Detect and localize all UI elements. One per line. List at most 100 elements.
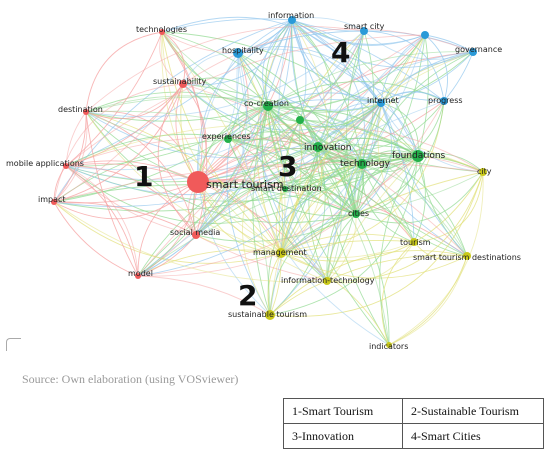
- network-edge: [284, 185, 357, 215]
- node-governance: [469, 48, 477, 56]
- node-impact: [51, 199, 57, 205]
- network-edge: [65, 31, 163, 167]
- node-smart-tourism: [187, 171, 209, 193]
- label-sustainable-tourism: sustainable tourism: [228, 310, 307, 319]
- network-edge: [280, 51, 474, 254]
- legend-cell-sustainable-tourism: 2-Sustainable Tourism: [402, 398, 544, 424]
- network-edge: [65, 30, 365, 171]
- network-edge: [137, 52, 247, 277]
- network-edge: [195, 163, 363, 236]
- label-innovation: innovation: [304, 143, 352, 153]
- node-smart-destination: [282, 186, 288, 192]
- network-edge: [53, 201, 197, 236]
- network-edge: [317, 51, 474, 148]
- network-edge: [388, 255, 468, 346]
- label-impact: impact: [38, 195, 66, 204]
- legend-row: 3-Innovation 4-Smart Cities: [283, 423, 544, 449]
- label-mobile-applications: mobile applications: [6, 159, 84, 168]
- network-edge: [355, 102, 393, 215]
- network-edge: [197, 105, 269, 183]
- label-city: city: [477, 167, 492, 176]
- source-caption: Source: Own elaboration (using VOSviewer…: [22, 372, 239, 386]
- node-experiences: [224, 135, 232, 143]
- legend-cell-innovation: 3-Innovation: [283, 423, 403, 449]
- network-edge: [197, 52, 240, 183]
- node-social-media: [192, 231, 200, 239]
- network-edge: [355, 213, 390, 346]
- node-mobile-applications: [63, 163, 69, 169]
- network-edge: [197, 181, 357, 215]
- network-edge: [380, 51, 474, 104]
- network-edge: [417, 155, 484, 173]
- network-edge: [65, 30, 365, 181]
- node-information-technology: [323, 277, 331, 285]
- network-edge: [227, 138, 271, 316]
- node-technologies: [159, 29, 165, 35]
- network-edge: [291, 17, 365, 32]
- network-edge: [413, 155, 426, 243]
- node-innovation: [313, 142, 323, 152]
- network-edge: [280, 252, 390, 346]
- network-edge: [195, 234, 328, 282]
- label-technologies: technologies: [136, 25, 187, 34]
- network-edge: [197, 100, 445, 183]
- node-cities: [352, 210, 360, 218]
- network-edge: [267, 34, 426, 108]
- network-edge: [280, 171, 484, 262]
- label-smart-city: smart city: [344, 22, 385, 31]
- cluster-number-4: 4: [331, 36, 350, 69]
- network-edge: [388, 255, 468, 346]
- network-edge: [53, 19, 293, 203]
- network-edge: [267, 105, 363, 165]
- node-information: [288, 16, 296, 24]
- network-edge: [159, 31, 184, 85]
- network-edge: [137, 100, 445, 277]
- node-tourism: [410, 238, 418, 246]
- network-edge: [267, 30, 365, 107]
- label-information: information: [268, 11, 314, 20]
- network-edge: [363, 30, 445, 102]
- cluster-number-1: 1: [134, 160, 153, 193]
- label-foundations: foundations: [392, 151, 446, 161]
- network-edge: [85, 83, 184, 119]
- network-edge: [267, 105, 357, 215]
- label-internet: internet: [367, 96, 399, 105]
- network-edge: [379, 155, 419, 346]
- network-edge: [291, 19, 426, 45]
- network-edge: [161, 18, 293, 33]
- network-edge: [65, 165, 139, 277]
- network-edge: [267, 51, 474, 107]
- label-smart-tourism: smart tourism: [206, 178, 284, 191]
- network-edge: [85, 26, 365, 113]
- label-tourism: tourism: [400, 238, 431, 247]
- network-edge: [326, 241, 415, 284]
- node-layer: [51, 16, 487, 348]
- label-model: model: [128, 269, 153, 278]
- network-edge: [182, 52, 239, 85]
- network-edge: [269, 34, 426, 316]
- network-edge: [65, 34, 426, 167]
- legend-row: 1-Smart Tourism 2-Sustainable Tourism: [283, 398, 544, 424]
- network-edge: [377, 102, 415, 243]
- network-edge: [269, 171, 484, 317]
- cluster-legend-table: 1-Smart Tourism 2-Sustainable Tourism 3-…: [283, 398, 544, 449]
- network-edge: [65, 102, 382, 196]
- network-edge: [424, 34, 474, 53]
- network-edge: [291, 19, 363, 165]
- node-sustainability: [179, 80, 187, 88]
- network-edge: [267, 105, 286, 254]
- node-foundations: [412, 150, 424, 162]
- network-edge: [53, 111, 87, 203]
- network-edge: [65, 123, 484, 173]
- node-city: [479, 168, 487, 176]
- network-edge: [269, 250, 468, 316]
- node-co-creation: [263, 101, 273, 111]
- co-occurrence-network: smart tourismsustainabilitytechnologiesd…: [6, 11, 521, 351]
- network-edge: [137, 102, 382, 277]
- network-edge: [424, 34, 448, 102]
- network-edge: [197, 181, 415, 259]
- network-edge: [65, 163, 199, 183]
- network-edge: [137, 34, 426, 277]
- network-edge: [195, 19, 293, 236]
- legend-cell-smart-tourism: 1-Smart Tourism: [283, 398, 403, 424]
